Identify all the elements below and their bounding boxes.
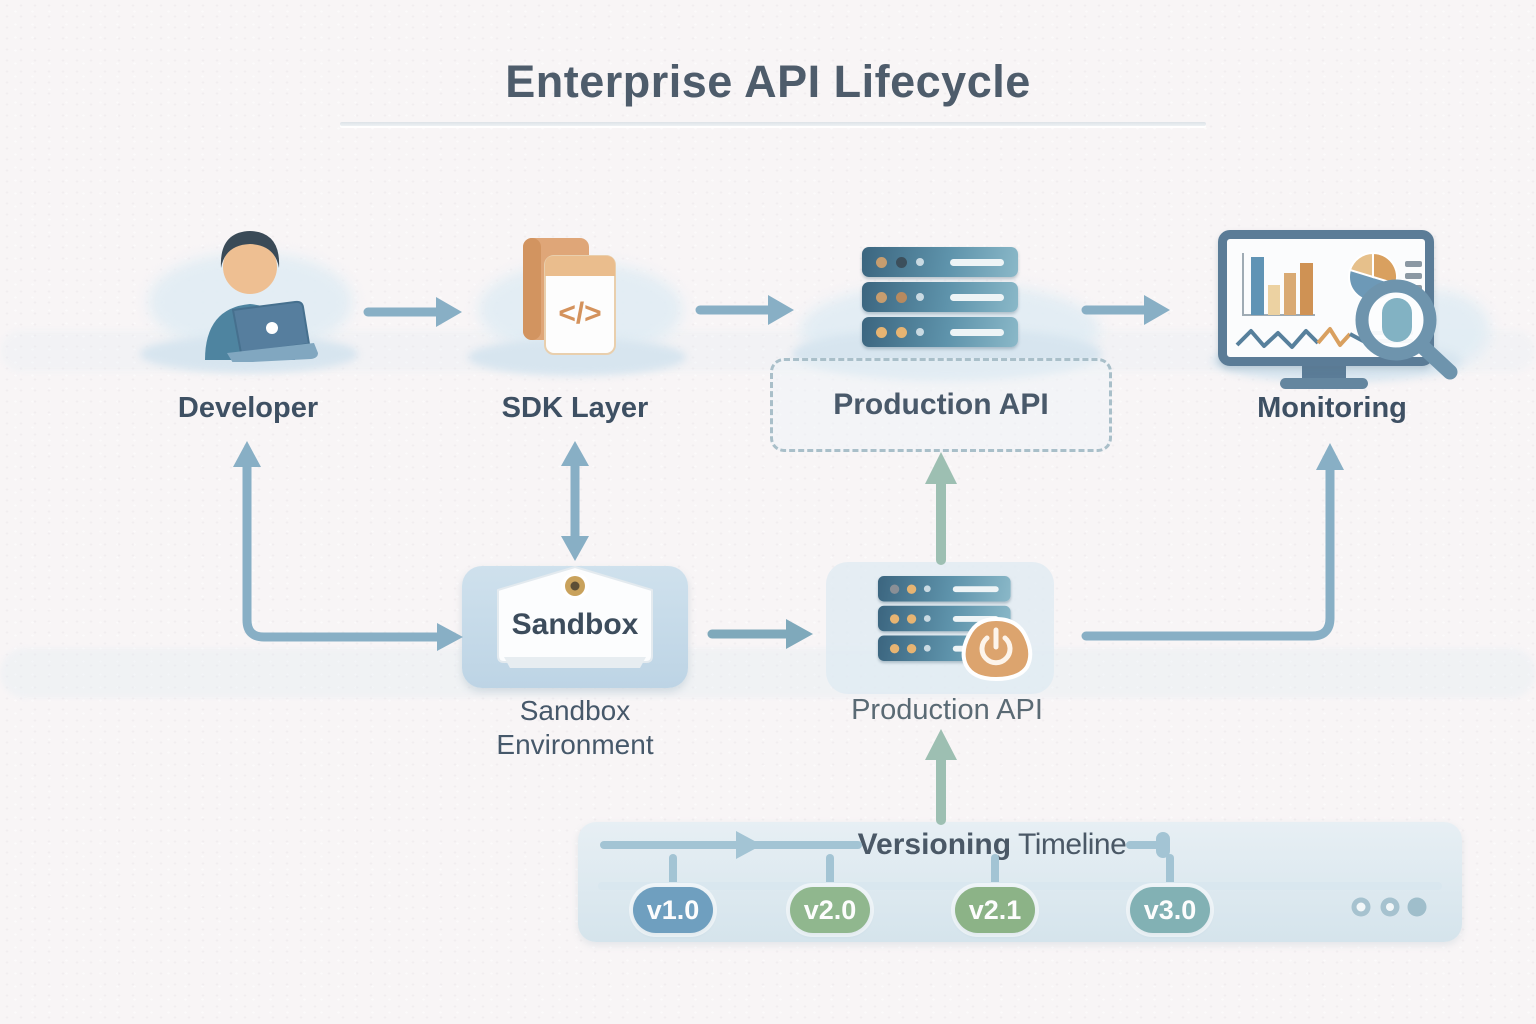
server-light xyxy=(896,256,907,268)
server-light xyxy=(896,326,907,338)
monitor-base xyxy=(1280,378,1368,389)
connector-production-mid-to-monitoring xyxy=(1081,443,1344,641)
server-light xyxy=(889,584,900,594)
sandbox-plaque-fold xyxy=(504,657,646,668)
title-divider xyxy=(340,122,1206,126)
arrow-sdk-to-production xyxy=(695,295,794,325)
connector-developer-sandbox xyxy=(233,441,463,651)
bar xyxy=(1300,263,1313,315)
server-light xyxy=(876,256,887,268)
bar xyxy=(1268,285,1280,315)
server-light xyxy=(906,643,917,653)
monitor-stand xyxy=(1302,364,1346,380)
sandbox-label: Sandbox Environment xyxy=(455,694,695,762)
sdk-doc-header xyxy=(545,256,615,276)
production-mid-label: Production API xyxy=(851,694,1043,726)
code-glyph: </> xyxy=(558,297,601,330)
arrow-developer-to-sdk xyxy=(363,297,462,327)
sandbox-icon: Sandbox xyxy=(497,566,653,668)
timeline-heading-light: Timeline xyxy=(1018,828,1127,861)
bar xyxy=(1251,257,1264,315)
arrow-timeline-to-production-mid xyxy=(925,729,957,825)
server-light xyxy=(906,613,917,624)
server-slot xyxy=(952,585,999,592)
production-top-label: Production API xyxy=(833,388,1049,421)
server-light xyxy=(876,326,887,338)
monitoring-label: Monitoring xyxy=(1257,392,1407,424)
arrow-sandbox-to-production-mid xyxy=(707,619,813,649)
pie-slice xyxy=(1348,251,1374,279)
page-title: Enterprise API Lifecycle xyxy=(505,56,1031,107)
magnifier-icon xyxy=(1355,279,1458,380)
developer-icon xyxy=(205,231,318,362)
server-unit xyxy=(862,317,1018,347)
laptop-base xyxy=(227,343,318,362)
line-chart xyxy=(1316,327,1352,347)
sandbox-plaque-shape xyxy=(497,566,653,663)
sandbox-label-line1: Sandbox xyxy=(519,695,631,726)
bar xyxy=(1284,273,1296,315)
server-light xyxy=(916,328,924,336)
server-light xyxy=(876,291,887,303)
background-band xyxy=(0,648,1536,698)
arrow-production-mid-to-dashed-box xyxy=(925,452,957,565)
developer-head xyxy=(223,240,277,294)
menu-line xyxy=(1405,261,1422,267)
server-light xyxy=(896,291,907,303)
server-unit xyxy=(862,282,1018,312)
server-light xyxy=(916,258,924,266)
server-light xyxy=(916,293,924,301)
sandbox-plaque-text: Sandbox xyxy=(512,608,639,641)
server-unit xyxy=(878,576,1011,602)
developer-hair xyxy=(220,231,280,268)
timeline-heading-bold: Versioning xyxy=(857,828,1012,861)
magnifier-reflection xyxy=(1382,298,1412,342)
server-slot xyxy=(950,293,1004,301)
sdk-icon: </> xyxy=(523,238,616,355)
power-badge-icon xyxy=(961,616,1033,682)
arrow-sdk-sandbox-bidirectional xyxy=(561,441,589,561)
server-slot xyxy=(950,258,1004,266)
server-light xyxy=(889,643,900,653)
sandbox-label-line2: Environment xyxy=(496,729,654,760)
server-slot xyxy=(950,328,1004,336)
server-stack-icon xyxy=(862,247,1018,347)
menu-line xyxy=(1405,273,1422,279)
magnifier-handle xyxy=(1414,338,1458,380)
server-unit xyxy=(862,247,1018,277)
arrow-production-to-monitoring xyxy=(1081,295,1170,325)
server-light xyxy=(906,584,917,594)
sdk-label: SDK Layer xyxy=(501,392,649,424)
server-light xyxy=(923,615,931,622)
server-light xyxy=(923,585,931,593)
server-light xyxy=(889,613,900,624)
sdk-doc-spine xyxy=(523,238,541,340)
line-chart xyxy=(1235,329,1320,349)
laptop-logo-dot xyxy=(266,322,278,334)
server-light xyxy=(923,644,931,652)
developer-label: Developer xyxy=(177,392,319,424)
server-slot xyxy=(952,615,999,622)
grommet-hole xyxy=(570,581,580,591)
power-symbol-arc xyxy=(979,635,1013,666)
production-dashed-box: Production API xyxy=(770,358,1112,452)
